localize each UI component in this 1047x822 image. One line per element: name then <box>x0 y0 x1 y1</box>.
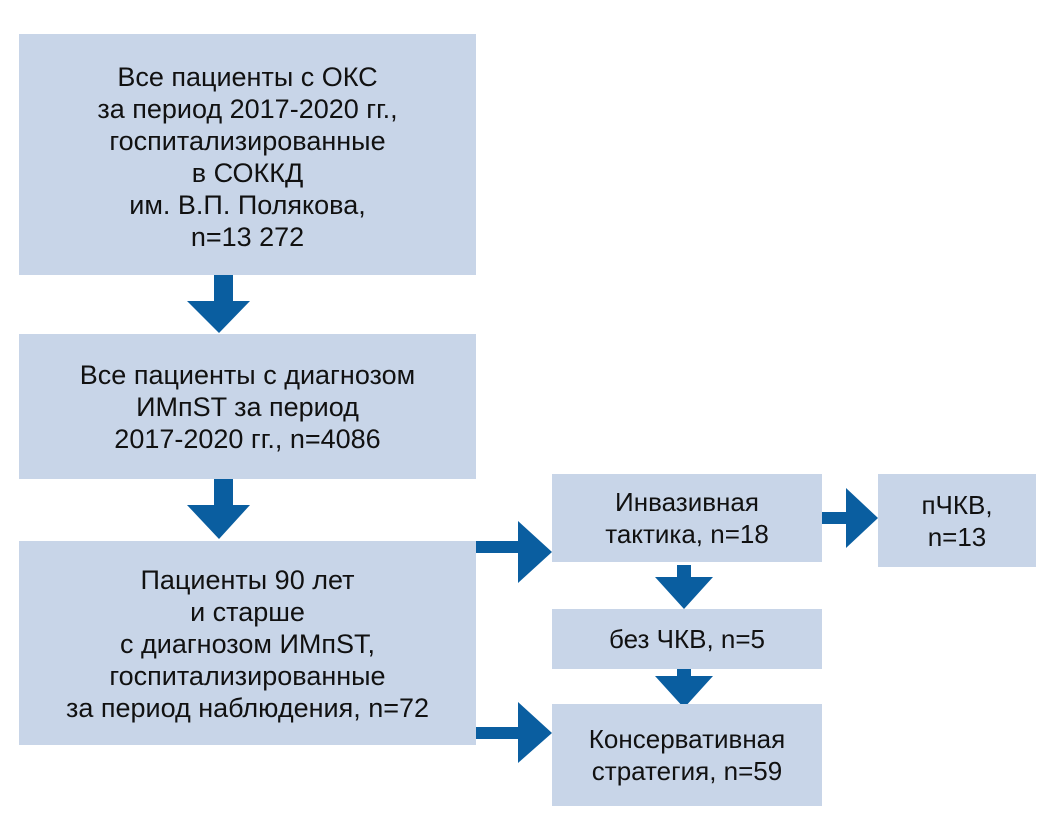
arrow-down-stemi-to-90plus <box>187 479 250 539</box>
box-text-line: за период наблюдения, n=72 <box>65 693 430 723</box>
box-no-pci: без ЧКВ, n=5 <box>552 609 822 669</box>
box-invasive-strategy: Инвазивная тактика, n=18 <box>552 474 822 562</box>
box-primary-pci: пЧКВ, n=13 <box>878 474 1036 567</box>
box-text-line: госпитализированные <box>109 125 386 156</box>
box-conservative-strategy: Консервативная стратегия, n=59 <box>552 704 822 806</box>
box-text-line: n=13 272 <box>190 221 305 252</box>
box-text-line: стратегия, n=59 <box>591 756 783 786</box>
box-patients-90-plus: Пациенты 90 лет и старше с диагнозом ИМп… <box>19 541 476 745</box>
arrow-right-90plus-to-invasive <box>476 521 552 583</box>
box-text-line: без ЧКВ, n=5 <box>609 624 765 654</box>
box-text-line: за период 2017-2020 гг., <box>97 93 398 124</box>
box-text-line: в СОККД <box>191 157 304 188</box>
arrow-down-acs-to-stemi <box>187 275 250 333</box>
box-text-line: Консервативная <box>588 724 786 754</box>
box-text-line: n=13 <box>927 521 987 552</box>
box-text-line: и старше <box>190 597 305 627</box>
box-all-acs-patients: Все пациенты с ОКС за период 2017-2020 г… <box>19 34 476 275</box>
box-text-line: пЧКВ, <box>921 489 993 520</box>
box-text-line: Инвазивная <box>615 487 759 517</box>
box-stemi-patients: Все пациенты с диагнозом ИМпST за период… <box>19 334 476 479</box>
box-text-line: Пациенты 90 лет <box>140 565 355 595</box>
box-text-line: Все пациенты с диагнозом <box>79 359 416 390</box>
box-text-line: им. В.П. Полякова, <box>129 189 366 220</box>
box-text-line: тактика, n=18 <box>605 519 769 549</box>
box-text-line: госпитализированные <box>109 661 386 691</box>
box-text-line: Все пациенты с ОКС <box>117 61 378 92</box>
box-text-line: 2017-2020 гг., n=4086 <box>114 423 381 454</box>
arrow-down-no-pci-to-conservative <box>655 664 713 708</box>
box-text-line: с диагнозом ИМпST, <box>119 629 375 659</box>
box-text-line: ИМпST за период <box>136 391 359 422</box>
arrow-right-invasive-to-pci <box>822 488 878 548</box>
arrow-right-90plus-to-conservative <box>476 702 552 763</box>
arrow-down-invasive-to-no-pci <box>655 565 713 609</box>
